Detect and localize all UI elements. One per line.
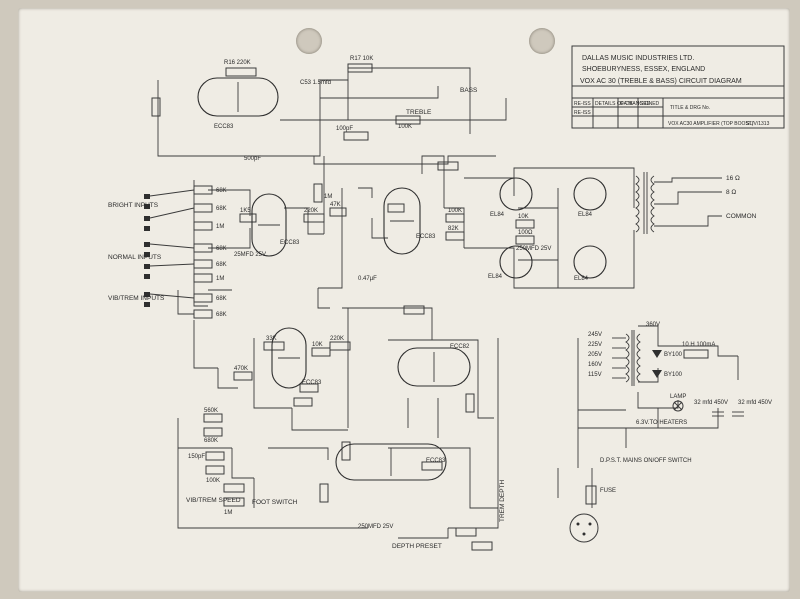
tube-label-v5: ECC83 [426,458,446,464]
tap-205v: 205V [588,352,602,358]
r-top1-label: R16 220K [224,60,251,66]
tube-label-v7: EL84 [490,212,505,218]
foot-switch-label: FOOT SWITCH [252,499,298,506]
vibtrem-inputs-label: VIB/TREM INPUTS [108,295,165,302]
tube-label-v8: EL84 [578,212,593,218]
schematic-sheet: DALLAS MUSIC INDUSTRIES LTD. SHOEBURYNES… [18,8,790,592]
title-block: DALLAS MUSIC INDUSTRIES LTD. SHOEBURYNES… [571,45,785,129]
treble-label: TREBLE [406,109,432,116]
wiring [157,67,739,539]
punch-hole-right [529,28,555,54]
r-out3-label: 100Ω [518,230,533,236]
tube-label-v3: ECC83 [416,234,436,240]
cap-a-label: 32 mfd 450V [694,400,728,406]
c-tr1-label: 100pF [336,126,353,132]
rectifier-b: BY100 [664,372,683,378]
rev-header-4: SIGNED [640,101,660,107]
drawing-title: VOX AC 30 (TREBLE & BASS) CIRCUIT DIAGRA… [580,78,742,85]
rev-row-1: RE-ISS [574,110,591,116]
tube-label-v2: ECC83 [280,240,300,246]
tap-115v: 115V [588,372,602,378]
tube-label-v1: ECC83 [214,124,234,130]
rev-header-3: DATE [620,101,634,107]
cap-b-label: 32 mfd 450V [738,400,772,406]
r-tr1-label: 100K [398,124,412,130]
fuse-label: FUSE [600,488,616,494]
r-low4-label: 470K [234,366,248,372]
depth-preset-label: DEPTH PRESET [392,543,442,550]
r-bright1-label: 68K [216,188,227,194]
output-16-ohm: 16 Ω [726,175,740,182]
r-mid1-label: 1K5 [240,208,251,214]
r-low1-label: 33K [266,336,277,342]
r-low2-label: 10K [312,342,323,348]
r-out1-label: 10K [518,214,529,220]
c-low1-label: 150pF [188,454,205,460]
r-mid4-label: 1M [324,194,332,200]
c-top1-label: C53 1.5mfd [300,80,331,86]
company-location: SHOEBURYNESS, ESSEX, ENGLAND [582,66,705,73]
vib-speed-label: VIB/TREM SPEED [186,497,241,504]
r-bright3-label: 1M [216,224,224,230]
company-name: DALLAS MUSIC INDUSTRIES LTD. [582,55,694,62]
r-mid6-label: 82K [448,226,459,232]
tube-label-v6: ECC82 [450,344,470,350]
c-top-label: 500pF [244,156,261,162]
choke-label: 10 H 100mA [682,342,715,348]
tap-245v: 245V [588,332,602,338]
c-mid1-label: 25MFD 25V [234,252,266,258]
power-supply [569,330,744,543]
tube-label-v4: ECC83 [302,380,322,386]
mains-switch-label: D.P.S.T. MAINS ON/OFF SWITCH [600,458,692,464]
output-transformer [635,172,655,234]
rectifier-a: BY100 [664,352,683,358]
r-vib2-label: 68K [216,312,227,318]
heaters-label: 6.3V.TO HEATERS [636,420,687,426]
ht-voltage: 360V [646,322,660,328]
r-low5-label: 560K [204,408,218,414]
tube-label-v9: EL84 [488,274,503,280]
title-description: VOX AC30 AMPLIFIER (TOP BOOST) [668,121,754,127]
output-common: COMMON [726,213,757,220]
punch-hole-left [296,28,322,54]
r-vib1-label: 68K [216,296,227,302]
output-8-ohm: 8 Ω [726,189,736,196]
bass-label: BASS [460,87,478,94]
tube-label-v10: EL84 [574,276,589,282]
r-low7-label: 100K [206,478,220,484]
tap-225v: 225V [588,342,602,348]
rev-header-1: RE-ISS [574,101,591,107]
r-low6-label: 680K [204,438,218,444]
rev-header-2: DETAILS OF CHANGES [595,101,651,107]
input-jacks [144,189,195,307]
r-normal3-label: 1M [216,276,224,282]
r-low3-label: 220K [330,336,344,342]
circuit-diagram: DALLAS MUSIC INDUSTRIES LTD. SHOEBURYNES… [108,45,785,551]
r-normal1-label: 68K [216,246,227,252]
bright-inputs-label: BRIGHT INPUTS [108,202,159,209]
r-out2-label: 250MFD 25V [516,246,551,252]
r-normal2-label: 68K [216,262,227,268]
tubes [197,77,607,481]
c-low2-label: 250MFD 25V [358,524,393,530]
normal-inputs-label: NORMAL INPUTS [108,254,162,261]
c-pwr-label: 0.47µF [358,276,377,282]
r-mid2-label: 220K [304,208,318,214]
r-mid5-label: 100K [448,208,462,214]
r-top2-label: R17 10K [350,56,373,62]
drawing-number: SL/V/1313 [746,121,770,127]
lamp-label: LAMP [670,394,686,400]
tap-160v: 160V [588,362,602,368]
r-low8-label: 1M [224,510,232,516]
resistors [151,63,709,551]
r-bright2-label: 68K [216,206,227,212]
r-mid3-label: 47K [330,202,341,208]
trem-depth-label: TREM DEPTH [499,479,506,522]
title-label: TITLE & DRG No. [670,105,710,111]
